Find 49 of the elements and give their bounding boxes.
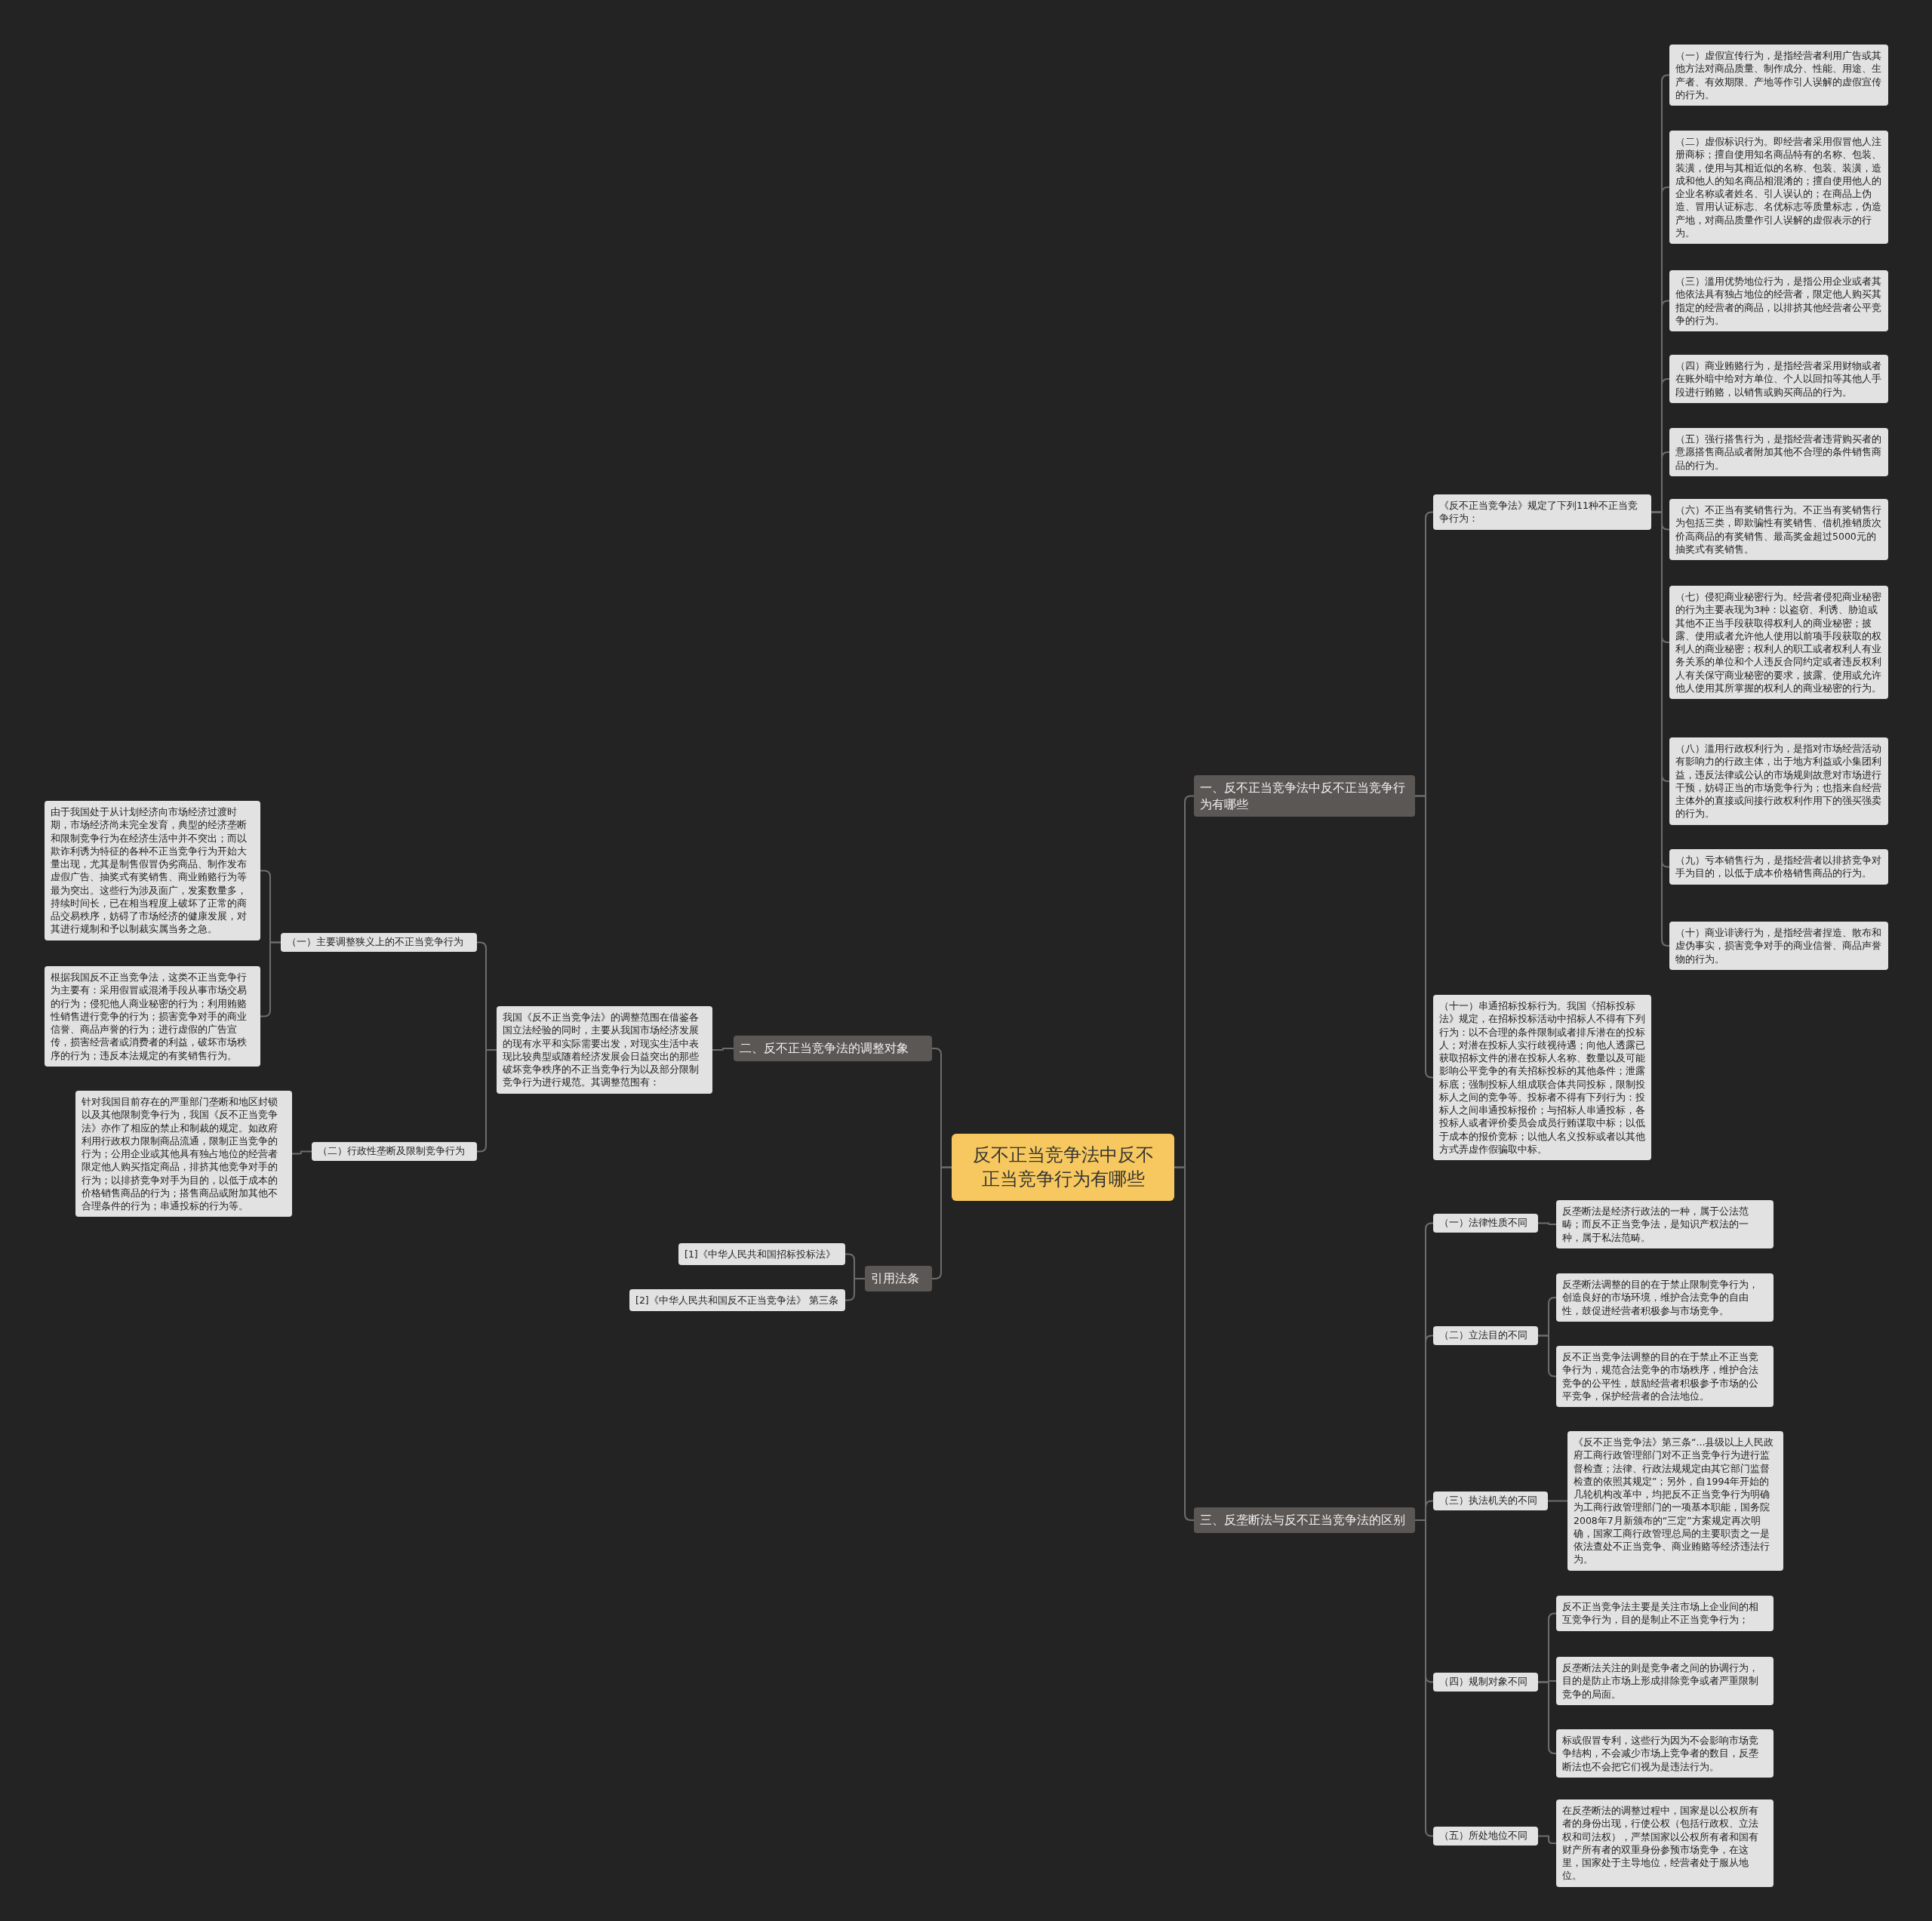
branch-topic: 三、反垄断法与反不正当竞争法的区别 (1194, 1507, 1415, 1533)
note-card: 反垄断法调整的目的在于禁止限制竞争行为，创造良好的市场环境，维护合法竞争的自由性，鼓促进经营者积极参与市场竞争。 (1556, 1273, 1774, 1322)
connector-line (931, 1166, 952, 1279)
note-card: （五）强行搭售行为，是指经营者违背购买者的意愿搭售商品或者附加其他不合理的条件销售商品的行为。 (1669, 428, 1888, 476)
note-card: （十一）串通招标投标行为。我国《招标投标法》规定，在招标投标活动中招标人不得有下列行为：以不合理的条件限制或者排斥潜在的投标人；对潜在投标人实行歧视待遇；向他人透露已获取招标文件的潜在投标人名称、数量以及可能影响公平竞争的有关招标投标的其他条件；泄露标底；强制投标人组成联合体共同投标，限制投标人之间的竞争等。投标者不得有下列行为：投标人之间串通投标报价；与招标人串通投标，各投标人或者评价委员会成员行贿谋取中标；以低于成本的报价竞标；以他人名义投标或者以其他方式弄虚作假骗取中标。 (1433, 995, 1651, 1160)
note-card: 由于我国处于从计划经济向市场经济过渡时期，市场经济尚未完全发育，典型的经济垄断和限制竞争行为在经济生活中并不突出；而以欺诈利诱为特征的各种不正当竞争行为开始大量出现，尤其是制售假冒伪劣商品、制作发布虚假广告、抽奖式有奖销售、商业贿赂行为等最为突出。这些行为涉及面广，发案数量多，持续时间长，已在相当程度上破坏了正常的商品交易秩序，妨碍了市场经济的健康发展，对其进行规制和予以制裁实属当务之急。 (45, 801, 260, 940)
connector-line (844, 1278, 866, 1301)
connector-line (1537, 1222, 1557, 1225)
connector-line (1537, 1681, 1557, 1754)
note-card: （七）侵犯商业秘密行为。经营者侵犯商业秘密的行为主要表现为3种：以盗窃、利诱、胁迫或其他不正当手段获取得权利人的商业秘密；披露、使用或者允许他人使用以前项手段获取的权利人的商业秘密；权利人的职工或者权利人有业务关系的单位和个人违反合同约定或者违反权利人有关保守商业秘密的要求，披露、使用或允许他人使用其所掌握的权利人的商业秘密的行为。 (1669, 586, 1888, 699)
note-card: （四）商业贿赂行为，是指经营者采用财物或者在账外暗中给对方单位、个人以回扣等其他人手段进行贿赂，以销售或购买商品的行为。 (1669, 355, 1888, 403)
note-card: （十）商业诽谤行为，是指经营者捏造、散布和虚伪事实，损害竞争对手的商业信誉、商品声誉物的行为。 (1669, 922, 1888, 970)
subtopic-label: （四）规制对象不同 (1433, 1673, 1538, 1692)
note-card: 在反垄断法的调整过程中，国家是以公权所有者的身份出现，行使公权（包括行政权、立法权和司法权），严禁国家以公权所有者和国有财产所有者的双重身份参预市场竞争，在这里，国家处于主导地位，经营者处于服从地位。 (1556, 1799, 1774, 1887)
subtopic-label: （二）立法目的不同 (1433, 1326, 1538, 1345)
note-card: （九）亏本销售行为，是指经营者以排挤竞争对手为目的，以低于成本价格销售商品的行为。 (1669, 849, 1888, 885)
connector-line (291, 1150, 312, 1155)
branch-topic: 引用法条 (865, 1266, 932, 1291)
subtopic-label: （五）所处地位不同 (1433, 1827, 1538, 1846)
note-card: 针对我国目前存在的严重部门垄断和地区封锁以及其他限制竞争行为，我国《反不正当竞争法》亦作了相应的禁止和制裁的规定。如政府利用行政权力限制商品流通，限制正当竞争的行为；公用企业或其他具有独占地位的经营者限定他人购买指定商品，排挤其他竞争对手的行为；以排挤竞争对手为目的，以低于成本的价格销售商品的行为；搭售商品或附加其他不合理条件的行为；串通投标的行为等。 (75, 1091, 292, 1218)
connector-line (1414, 795, 1434, 1079)
subtopic-label: （一）法律性质不同 (1433, 1214, 1538, 1233)
note-card: 标或假冒专利，这些行为因为不会影响市场竞争结构，不会减少市场上竞争者的数目，反垄断法也不会把它们视为是违法行为。 (1556, 1729, 1774, 1778)
note-card: 根据我国反不正当竞争法，这类不正当竞争行为主要有：采用假冒或混淆手段从事市场交易的行为；侵犯他人商业秘密的行为；利用贿赂性销售进行竞争的行为；损害竞争对手的商业信誉、商品声誉的行为；进行虚假的广告宣传，损害经营者或消费者的利益，破坏市场秩序的行为；违反本法规定的有奖销售行为。 (45, 966, 260, 1067)
branch-topic: 一、反不正当竞争法中反不正当竞争行为有哪些 (1194, 775, 1415, 817)
note-card: 反不正当竞争法主要是关注市场上企业间的相互竞争行为，目的是制止不正当竞争行为； (1556, 1596, 1774, 1631)
connector-line (1174, 1166, 1195, 1521)
note-card: [2]《中华人民共和国反不正当竞争法》 第三条 (629, 1289, 845, 1312)
note-card: 《反不正当竞争法》第三条“...县级以上人民政府工商行政管理部门对不正当竞争行为进行监督检查；法律、行政法规规定由其它部门监督检查的依照其规定”；另外，自1994年开始的几轮机构改革中，均把反不正当竞争行为明确为工商行政管理部门的一项基本职能，国务院2008年7月新颁布的“三定”方案规定再次明确，国家工商行政管理总局的主要职责之一是依法查处不正当竞争、商业贿赂等经济违法行为。 (1567, 1431, 1783, 1571)
note-card: [1]《中华人民共和国招标投标法》 (678, 1243, 845, 1266)
connector-line (1537, 1335, 1557, 1378)
note-card: （一）虚假宣传行为，是指经营者利用广告或其他方法对商品质量、制作成分、性能、用途、生产者、有效期限、产地等作引人误解的虚假宣传的行为。 (1669, 45, 1888, 106)
subtopic-label: （三）执法机关的不同 (1433, 1492, 1548, 1510)
subtopic-label: （二）行政性垄断及限制竞争行为 (312, 1142, 477, 1161)
note-card: 反垄断法关注的则是竞争者之间的协调行为，目的是防止市场上形成排除竞争或者严重限制竞争的局面。 (1556, 1657, 1774, 1705)
connector-line (1547, 1500, 1568, 1502)
subtopic-label: （一）主要调整狭义上的不正当竞争行为 (281, 933, 477, 952)
note-card: （六）不正当有奖销售行为。不正当有奖销售行为包括三类，即欺骗性有奖销售、借机推销质次价高商品的有奖销售、最高奖金超过5000元的抽奖式有奖销售。 (1669, 499, 1888, 560)
root-topic: 反不正当竞争法中反不正当竞争行为有哪些 (952, 1134, 1174, 1201)
note-card: 我国《反不正当竞争法》的调整范围在借鉴各国立法经验的同时，主要从我国市场经济发展的现有水平和实际需要出发，对现实生活中表现比较典型或随着经济发展会日益突出的那些破坏竞争秩序的不正当竞争行为以及部分限制竞争行为进行规范。其调整范围有： (497, 1006, 712, 1094)
note-card: 反不正当竞争法调整的目的在于禁止不正当竞争行为，规范合法竞争的市场秩序，维护合法竞争的公平性，鼓励经营者积极参予市场的公平竞争，保护经营者的合法地位。 (1556, 1346, 1774, 1407)
note-card: （二）虚假标识行为。即经营者采用假冒他人注册商标；擅自使用知名商品特有的名称、包装、装潢，使用与其相近似的名称、包装、装潢，造成和他人的知名商品相混淆的；擅自使用他人的企业名称或者姓名、引人误认的；在商品上伪造、冒用认证标志、名优标志等质量标志，伪造产地，对商品质量作引人误解的虚假表示的行为。 (1669, 131, 1888, 244)
branch-topic: 二、反不正当竞争法的调整对象 (734, 1036, 932, 1061)
note-card: 反垄断法是经济行政法的一种，属于公法范畴；而反不正当竞争法，是知识产权法的一种，属于私法范畴。 (1556, 1200, 1774, 1248)
note-card: （三）滥用优势地位行为，是指公用企业或者其他依法具有独占地位的经营者，限定他人购买其指定的经营者的商品，以排挤其他经营者公平竞争的行为。 (1669, 270, 1888, 331)
note-card: 《反不正当竞争法》规定了下列11种不正当竞争行为： (1433, 494, 1651, 530)
note-card: （八）滥用行政权利行为，是指对市场经营活动有影响力的行政主体，出于地方利益或小集团利益，违反法律或公认的市场规则故意对市场进行干预，妨碍正当的市场竞争行为；也指来自经营主体外的直接或间接行政权利作用下的强买强卖的行为。 (1669, 737, 1888, 825)
connector-line (1537, 1835, 1557, 1844)
connector-line (712, 1048, 734, 1051)
